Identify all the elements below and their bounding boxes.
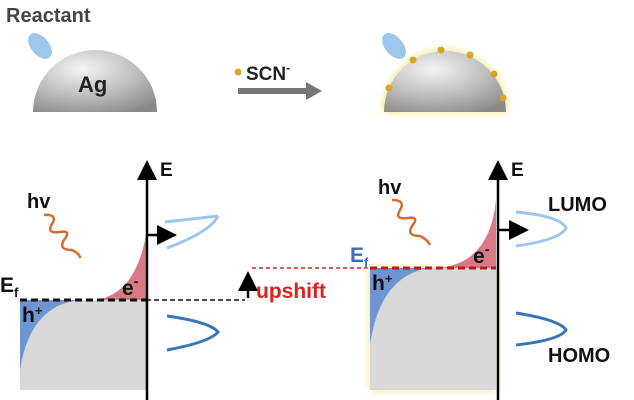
homo-curve-right <box>515 311 568 347</box>
scn-adsorbates <box>385 46 507 102</box>
homo-label: HOMO <box>548 345 610 367</box>
energy-axis-label-left: E <box>160 160 173 181</box>
photon-wave-icon-left <box>43 213 82 259</box>
scn-dot-icon <box>234 68 242 76</box>
energy-axis-label-right: E <box>511 160 524 181</box>
ag-label: Ag <box>78 72 107 97</box>
photon-wave-icon-right <box>391 198 432 246</box>
ag-scn-nanoparticle <box>384 51 506 112</box>
reactant-label: Reactant <box>6 5 91 27</box>
hole-label-right: h+ <box>372 271 393 295</box>
reactant-molecule-icon-2 <box>382 33 406 59</box>
fermi-label-left: Ef <box>0 274 19 300</box>
electron-label-left: e- <box>122 273 139 300</box>
electron-label-right: e- <box>473 241 490 268</box>
electron-distribution-left <box>95 235 146 300</box>
reaction-arrow-icon <box>238 82 322 100</box>
upshift-label: upshift <box>256 280 326 303</box>
lumo-label: LUMO <box>548 194 607 216</box>
photon-label-left: hv <box>27 191 51 213</box>
reactant-molecule-icon <box>28 33 52 59</box>
electron-distribution-right <box>440 200 496 268</box>
scn-label: SCN- <box>246 61 290 85</box>
homo-curve-left <box>166 314 220 352</box>
fermi-label-right: Ef <box>350 244 369 270</box>
hole-distribution-left <box>20 300 80 370</box>
hole-distribution-right <box>370 268 430 345</box>
hole-label-left: h+ <box>22 303 43 327</box>
lumo-curve-right <box>515 210 568 248</box>
lumo-curve-left <box>164 214 220 250</box>
ag-nanoparticle <box>33 50 157 112</box>
photon-label-right: hv <box>378 177 402 199</box>
